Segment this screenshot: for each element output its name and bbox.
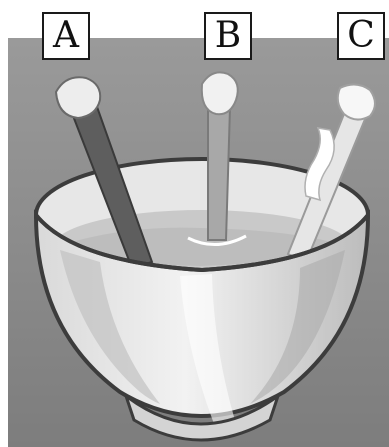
label-a: A — [42, 12, 90, 60]
spoon-a-tip — [56, 77, 100, 118]
spoon-c-tip — [338, 84, 375, 119]
spoon-b-handle — [208, 108, 230, 240]
label-c: C — [337, 12, 385, 60]
label-b: B — [204, 12, 252, 60]
spoon-b-tip — [202, 72, 238, 114]
